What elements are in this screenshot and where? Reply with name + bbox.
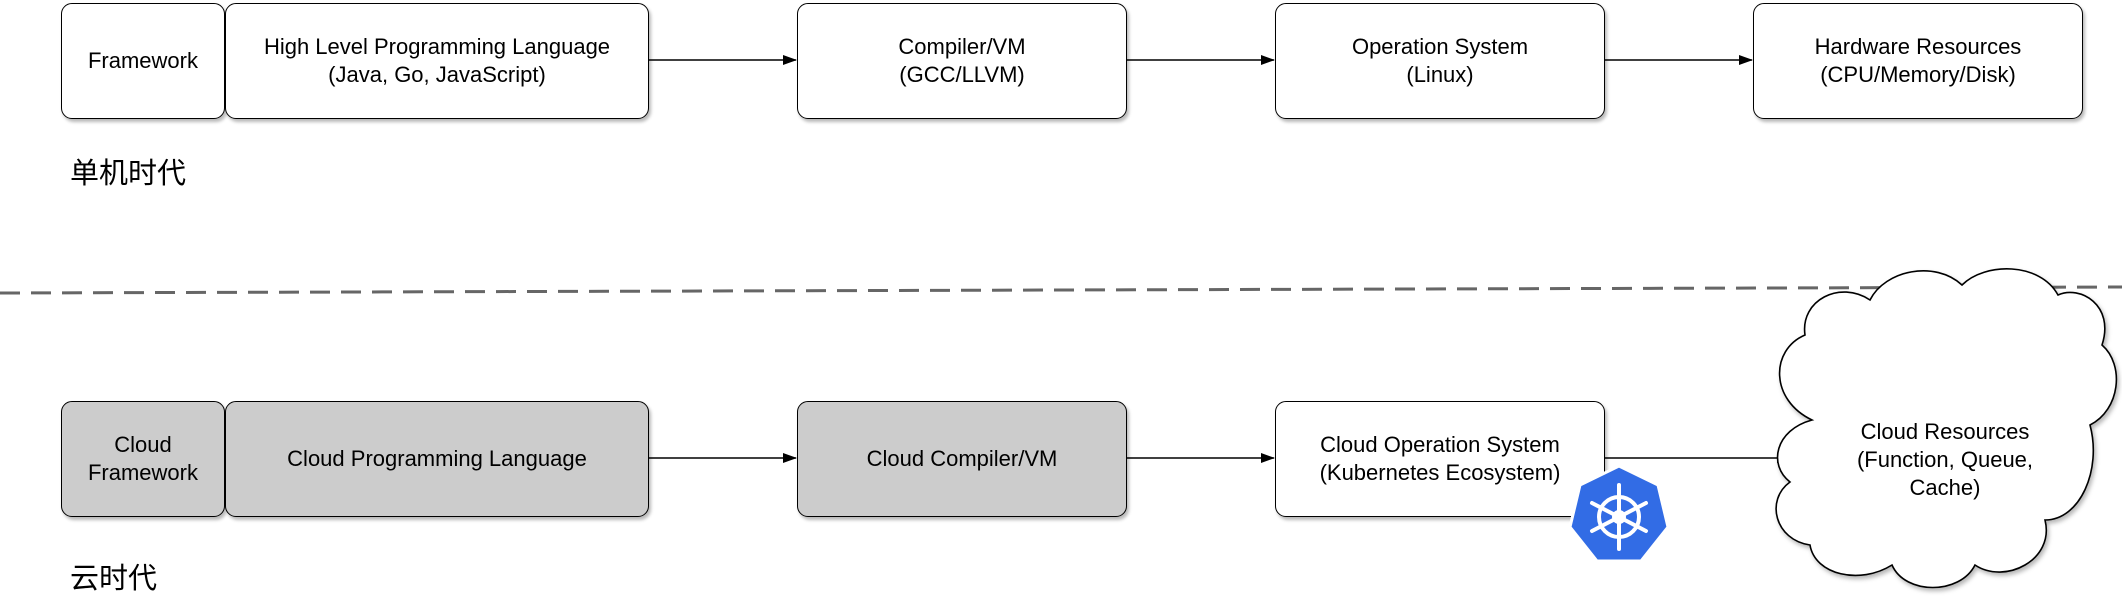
cloud-compiler-label: Cloud Compiler/VM	[866, 446, 1058, 471]
hardware-title: Hardware Resources	[1814, 34, 2022, 59]
cloud-os-title: Cloud Operation System	[1320, 432, 1560, 457]
cloud-framework-line2: Framework	[87, 460, 198, 485]
cloud-resources-shape	[1775, 268, 2118, 589]
cloud-era-label: 云时代	[70, 561, 158, 595]
cloud-programming-language-box: Cloud Programming Language	[225, 401, 649, 517]
compiler-vm-box: Compiler/VM (GCC/LLVM)	[797, 3, 1127, 119]
os-title: Operation System	[1351, 34, 1529, 59]
cloud-framework-box: Cloud Framework	[61, 401, 225, 517]
cloud-resources-line3: Cache)	[1909, 475, 1981, 500]
language-title: High Level Programming Language	[263, 34, 611, 59]
cloud-operation-system-box: Cloud Operation System (Kubernetes Ecosy…	[1275, 401, 1605, 517]
single-machine-era-label: 单机时代	[70, 156, 187, 190]
operation-system-box: Operation System (Linux)	[1275, 3, 1605, 119]
era-divider	[0, 285, 2122, 295]
cloud-compiler-vm-box: Cloud Compiler/VM	[797, 401, 1127, 517]
kubernetes-helm-icon	[1568, 464, 1670, 563]
cloud-os-examples: (Kubernetes Ecosystem)	[1319, 460, 1561, 485]
cloud-resources-title: Cloud Resources	[1860, 419, 2030, 444]
cloud-language-label: Cloud Programming Language	[287, 446, 587, 471]
cloud-framework-line1: Cloud	[114, 432, 172, 457]
cloud-resources-line2: (Function, Queue,	[1856, 447, 2034, 472]
high-level-language-box: High Level Programming Language (Java, G…	[225, 3, 649, 119]
language-examples: (Java, Go, JavaScript)	[328, 62, 546, 87]
hardware-resources-box: Hardware Resources (CPU/Memory/Disk)	[1753, 3, 2083, 119]
hardware-examples: (CPU/Memory/Disk)	[1820, 62, 2016, 87]
cloud-resources-text: Cloud Resources (Function, Queue, Cache)	[1800, 400, 2090, 520]
compiler-title: Compiler/VM	[898, 34, 1026, 59]
compiler-examples: (GCC/LLVM)	[899, 62, 1025, 87]
os-examples: (Linux)	[1406, 62, 1474, 87]
framework-box: Framework	[61, 3, 225, 119]
framework-label: Framework	[87, 48, 198, 73]
